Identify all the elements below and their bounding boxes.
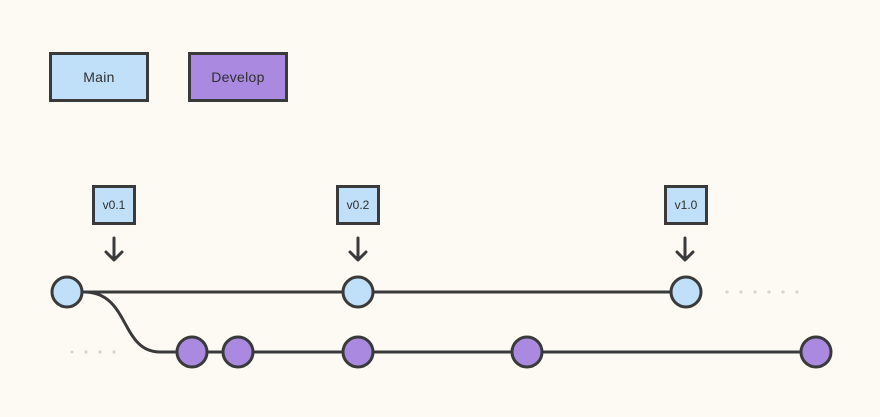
main-continuation-dots bbox=[725, 290, 799, 294]
main-commit bbox=[50, 275, 84, 309]
tag-v0-1-label: v0.1 bbox=[102, 198, 126, 212]
develop-commit bbox=[510, 335, 544, 369]
develop-leading-dots bbox=[70, 350, 116, 354]
tag-v0-2-label: v0.2 bbox=[346, 198, 370, 212]
develop-commit bbox=[799, 335, 833, 369]
tag-v0-1: v0.1 bbox=[92, 185, 136, 225]
main-commit bbox=[669, 275, 703, 309]
arrow-icon-v0-2 bbox=[348, 236, 368, 262]
legend-main-branch: Main bbox=[49, 52, 149, 102]
main-commit bbox=[341, 275, 375, 309]
tag-v1-0: v1.0 bbox=[664, 185, 708, 225]
develop-commit bbox=[221, 335, 255, 369]
arrow-icon-v1-0 bbox=[675, 236, 695, 262]
legend-develop-label: Develop bbox=[211, 69, 265, 85]
develop-commit bbox=[341, 335, 375, 369]
develop-branch-curve bbox=[83, 290, 192, 354]
develop-commit bbox=[175, 335, 209, 369]
tag-v1-0-label: v1.0 bbox=[674, 198, 698, 212]
arrow-icon-v0-1 bbox=[104, 236, 124, 262]
legend-develop-branch: Develop bbox=[188, 52, 288, 102]
tag-v0-2: v0.2 bbox=[336, 185, 380, 225]
legend-main-label: Main bbox=[83, 69, 115, 85]
